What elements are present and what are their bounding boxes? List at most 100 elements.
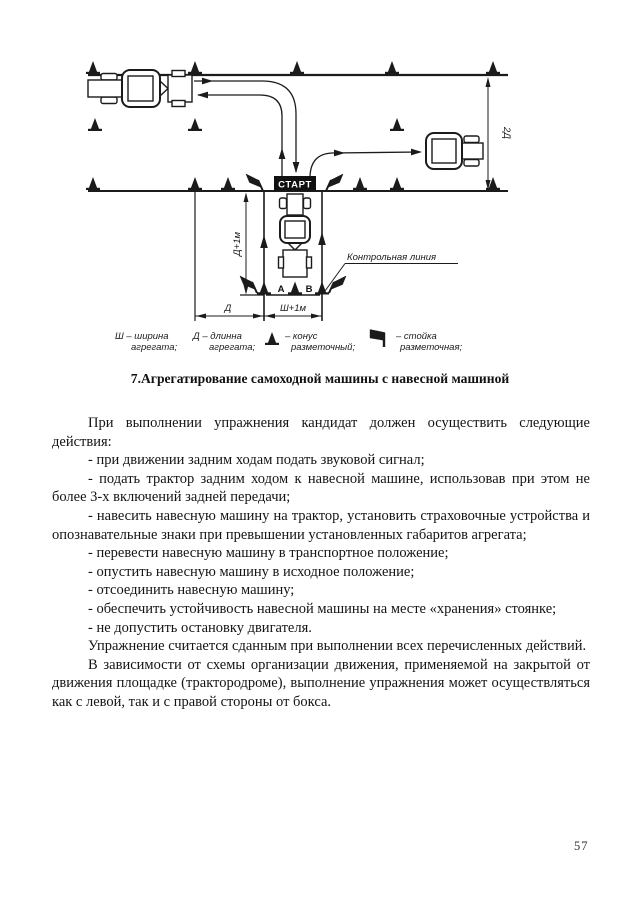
right-trajectory	[309, 151, 421, 179]
implement-wheel	[305, 256, 313, 269]
list-item: - перевести навесную машину в транспортн…	[88, 545, 449, 562]
hitch	[159, 87, 169, 97]
cone-icon	[188, 177, 202, 190]
paragraph: При выполнении упражнения кандидат долже…	[52, 415, 590, 450]
legend-length-line1: Д – длинна	[192, 331, 242, 342]
body-text: При выполнении упражнения кандидат долже…	[52, 414, 590, 712]
diagram-legend: Ш – ширина агрегата; Д – длинна агрегата…	[115, 328, 463, 353]
tractor-hood	[461, 142, 484, 160]
box-walls	[194, 191, 326, 321]
list-item: - навесить навесную машину на трактор, у…	[52, 507, 590, 543]
arrow-up-icon	[318, 232, 326, 245]
hitch	[294, 242, 303, 251]
paragraph: В зависимости от схемы организации движе…	[52, 656, 590, 710]
cone-icon	[188, 61, 202, 74]
approach-trajectory	[194, 80, 297, 172]
cone-icon	[86, 61, 100, 74]
exercise-scheme-diagram: 2Д	[86, 61, 512, 353]
mounted-implement	[282, 249, 308, 278]
middle-cone-row	[88, 118, 404, 131]
implement-wheel	[171, 99, 186, 108]
cone-icon	[88, 118, 102, 131]
marking-stand-icon	[368, 328, 386, 349]
arrow-down-icon	[292, 162, 300, 173]
tractor-hood	[286, 193, 304, 216]
start-sign: СТАРТ	[245, 173, 344, 192]
dimension-site-height: 2Д	[485, 77, 512, 190]
legend-cone-line1: – конус	[284, 331, 318, 342]
arrow-right-icon	[334, 149, 345, 157]
marking-stand-icon	[245, 173, 264, 192]
paragraph: Упражнение считается сданным при выполне…	[88, 638, 587, 655]
dimension-box-depth: Д+1м	[232, 192, 249, 295]
arrow-up-icon	[278, 148, 286, 159]
front-wheel	[302, 197, 312, 210]
marking-stand-icon	[325, 173, 344, 192]
dimension-label-2d: 2Д	[501, 126, 512, 139]
cone-icon	[290, 61, 304, 74]
cone-icon	[221, 177, 235, 190]
trajectory-lines	[194, 77, 422, 190]
tractor-cab	[284, 220, 306, 239]
legend-stand-line1: – стойка	[395, 331, 437, 342]
tractor-with-implement	[87, 69, 193, 108]
tractor-hood	[87, 79, 126, 98]
dimension-label-d1m: Д+1м	[232, 232, 243, 258]
cone-icon	[390, 118, 404, 131]
exit-trajectory	[198, 94, 283, 190]
dimension-label-d: Д	[224, 303, 232, 314]
front-wheel	[463, 158, 480, 167]
page-number: 57	[574, 839, 589, 853]
trajectory-arrowheads	[197, 77, 422, 173]
start-sign-label: СТАРТ	[278, 180, 312, 191]
tractor-cab	[431, 138, 457, 164]
cone-icon	[288, 281, 302, 295]
dimension-bottom: Д Ш+1м	[195, 303, 322, 319]
front-wheel	[278, 197, 288, 210]
legend-cone-line2: разметочный;	[290, 342, 355, 353]
tractor-cab	[127, 75, 154, 102]
arrow-right-icon	[202, 77, 213, 85]
legend-length-line2: агрегата;	[209, 342, 255, 353]
mounted-implement	[167, 74, 193, 103]
arrow-left-icon	[197, 91, 208, 99]
list-item: - подать трактор задним ходом к навесной…	[52, 470, 590, 506]
list-item: - не допустить остановку двигателя.	[88, 619, 312, 636]
legend-width-line2: агрегата;	[131, 342, 177, 353]
cone-icon	[390, 177, 404, 190]
legend-width-line1: Ш – ширина	[115, 331, 169, 342]
front-wheel	[100, 96, 118, 105]
implement-wheel	[277, 256, 285, 269]
start-boundary-line	[86, 177, 508, 192]
cone-icon	[86, 177, 100, 190]
marking-stand-icon	[328, 275, 347, 294]
cone-icon	[257, 281, 271, 295]
cone-icon	[486, 61, 500, 74]
front-wheel	[100, 72, 118, 81]
cone-icon	[385, 61, 399, 74]
list-item: - при движении задним ходам подать звуко…	[88, 452, 425, 469]
front-wheel	[463, 135, 480, 144]
list-item: - опустить навесную машину в исходное по…	[88, 563, 415, 580]
control-line-label: Контрольная линия	[347, 252, 436, 263]
list-item: - обеспечить устойчивость навесной машин…	[88, 600, 557, 617]
point-a-label: А	[278, 284, 285, 295]
hitch	[287, 242, 296, 251]
tractor-in-box	[277, 193, 313, 278]
marking-stand-icon	[239, 275, 258, 294]
control-line-group: А В Контрольная линия	[239, 252, 458, 296]
tractor-right	[425, 132, 484, 170]
point-b-label: В	[306, 284, 313, 295]
cone-icon	[188, 118, 202, 131]
dimension-label-sh1m: Ш+1м	[280, 303, 307, 314]
hitch	[159, 80, 169, 90]
implement-wheel	[171, 69, 186, 78]
leader-line	[324, 263, 346, 292]
cone-icon	[353, 177, 367, 190]
section-title: 7.Агрегатирование самоходной машины с на…	[130, 371, 510, 386]
legend-stand-line2: разметочная;	[399, 342, 463, 353]
arrow-up-icon	[260, 235, 268, 248]
cone-icon	[265, 332, 279, 345]
arrow-right-icon	[411, 148, 422, 156]
